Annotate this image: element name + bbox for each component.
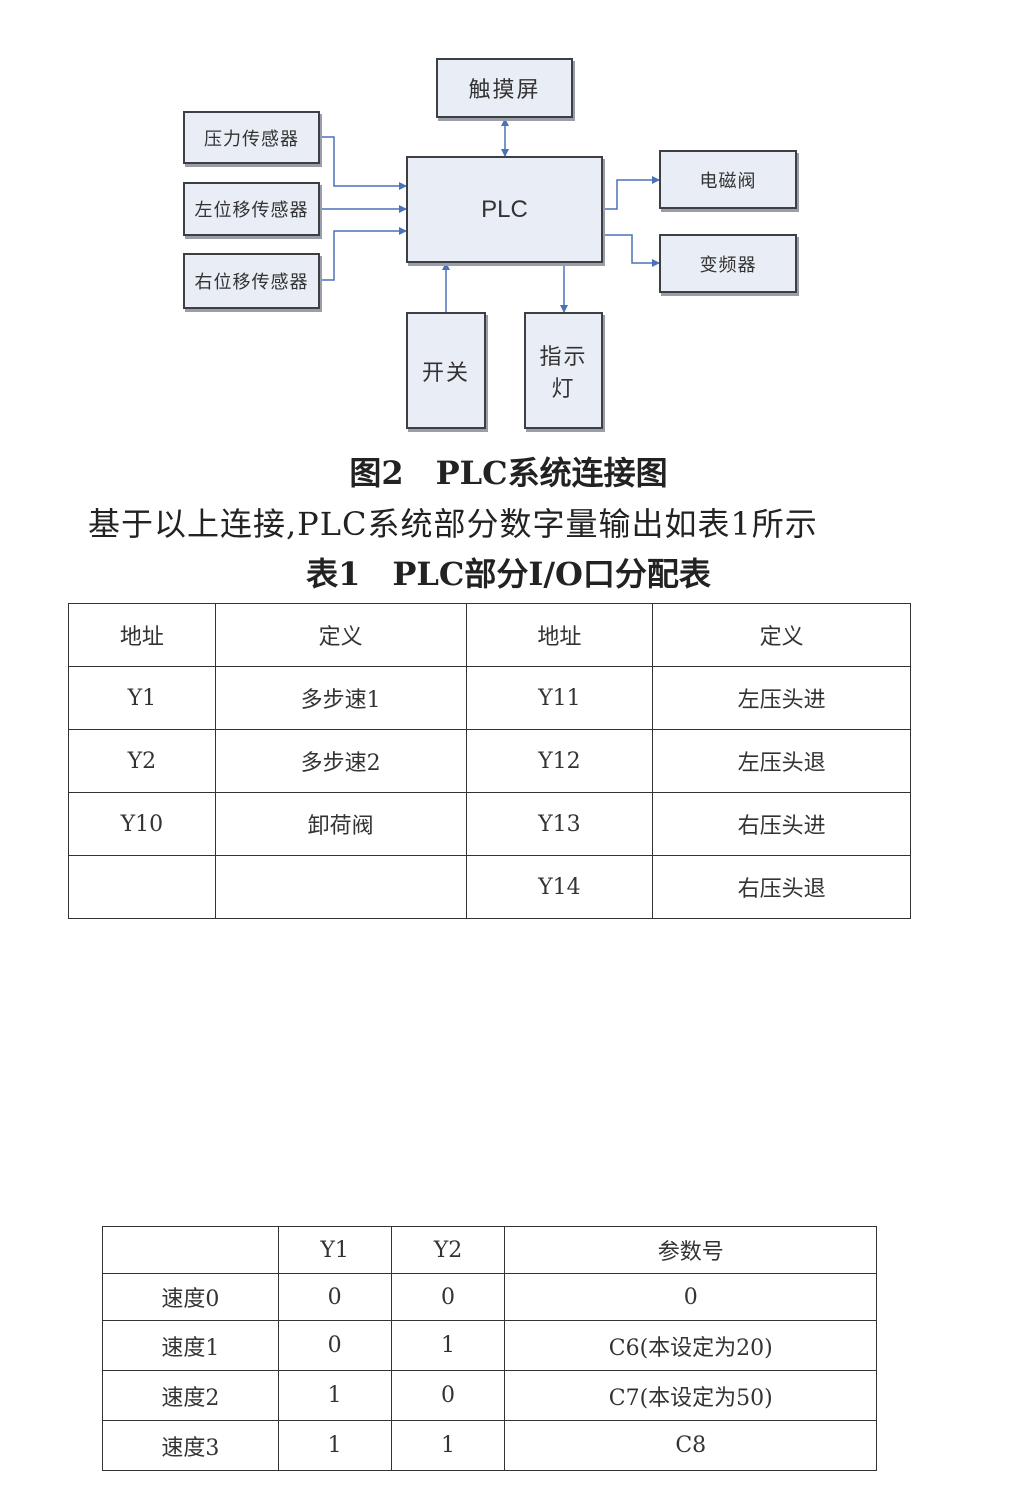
table-cell: 左压头进 [652, 666, 911, 730]
inverter-arrow [603, 234, 660, 267]
header-cell: Y1 [277, 1226, 392, 1274]
table-cell [68, 855, 216, 919]
left-displacement-sensor-box: 左位移传感器 [183, 182, 320, 236]
table-cell: 0 [390, 1273, 506, 1321]
table-cell: C6(本设定为20) [504, 1320, 877, 1371]
table-cell: Y10 [68, 792, 216, 856]
right-displacement-sensor-label: 右位移传感器 [194, 272, 309, 293]
table-cell: 速度0 [102, 1273, 279, 1321]
table-row: Y1 多步速1 Y11 左压头进 [68, 666, 911, 730]
table-cell: Y12 [465, 729, 654, 793]
header-cell: Y2 [390, 1226, 506, 1274]
table-row: 速度1 0 1 C6(本设定为20) [102, 1320, 877, 1371]
table-cell: 0 [277, 1320, 392, 1371]
table-cell: 速度1 [102, 1320, 279, 1371]
indicator-lamp-box: 指示 灯 [524, 312, 603, 429]
table-cell: 速度3 [102, 1420, 279, 1471]
plc-label: PLC [481, 195, 528, 223]
pressure-sensor-arrow [320, 136, 407, 190]
solenoid-valve-box: 电磁阀 [659, 150, 797, 209]
table-cell: Y13 [465, 792, 654, 856]
table-row: Y2 多步速2 Y12 左压头退 [68, 729, 911, 793]
table-cell: 1 [390, 1420, 506, 1471]
table-cell: 0 [390, 1370, 506, 1421]
pressure-sensor-label: 压力传感器 [204, 128, 299, 150]
table-cell: Y11 [465, 666, 654, 730]
touchscreen-label: 触摸屏 [468, 78, 541, 103]
table-cell: 0 [504, 1273, 877, 1321]
table-row: 速度0 0 0 0 [102, 1273, 877, 1321]
header-cell: 定义 [214, 603, 467, 667]
table-header-row: Y1 Y2 参数号 [102, 1226, 877, 1274]
table-cell: C7(本设定为50) [504, 1370, 877, 1421]
switch-label: 开关 [421, 360, 470, 386]
table-cell: 1 [277, 1420, 392, 1471]
table-row: Y14 右压头退 [68, 855, 911, 919]
table-cell: Y14 [465, 855, 654, 919]
solenoid-valve-label: 电磁阀 [699, 170, 757, 192]
table-cell: 多步速1 [214, 666, 467, 730]
diagram-connectors [320, 118, 660, 313]
plc-box: PLC [406, 156, 603, 263]
header-cell: 地址 [465, 603, 654, 667]
table-cell: 0 [277, 1273, 392, 1321]
right-sensor-arrow [320, 227, 407, 281]
pressure-sensor-box: 压力传感器 [183, 111, 320, 164]
right-displacement-sensor-box: 右位移传感器 [183, 253, 320, 309]
table-cell: 1 [390, 1320, 506, 1371]
body-paragraph: 基于以上连接,PLC系统部分数字量输出如表1所示 [88, 505, 818, 543]
table-cell: 右压头进 [652, 792, 911, 856]
inverter-label: 变频器 [699, 254, 757, 276]
figure-caption: 图2 PLC系统连接图 [349, 454, 668, 492]
table-cell: Y2 [68, 729, 216, 793]
speed-parameter-table: Y1 Y2 参数号 速度0 0 0 0 速度1 0 1 C6(本设定为20) 速… [102, 1226, 877, 1471]
header-cell: 定义 [652, 603, 911, 667]
indicator-label-line2: 灯 [551, 376, 576, 402]
table-row: 速度2 1 0 C7(本设定为50) [102, 1370, 877, 1421]
header-cell: 参数号 [504, 1226, 877, 1274]
table1-caption: 表1 PLC部分I/O口分配表 [306, 555, 711, 593]
left-displacement-sensor-label: 左位移传感器 [194, 200, 309, 221]
switch-box: 开关 [406, 312, 486, 429]
solenoid-valve-arrow [603, 176, 660, 210]
table-cell: C8 [504, 1420, 877, 1471]
table-cell: Y1 [68, 666, 216, 730]
header-cell: 地址 [68, 603, 216, 667]
table-header-row: 地址 定义 地址 定义 [68, 603, 911, 667]
table-cell [214, 855, 467, 919]
table-cell: 右压头退 [652, 855, 911, 919]
touchscreen-box: 触摸屏 [436, 58, 573, 118]
header-cell [102, 1226, 279, 1274]
table-row: 速度3 1 1 C8 [102, 1420, 877, 1471]
table-row: Y10 卸荷阀 Y13 右压头进 [68, 792, 911, 856]
table-cell: 速度2 [102, 1370, 279, 1421]
inverter-box: 变频器 [659, 234, 797, 293]
table-cell: 左压头退 [652, 729, 911, 793]
table-cell: 多步速2 [214, 729, 467, 793]
table-cell: 卸荷阀 [214, 792, 467, 856]
io-allocation-table: 地址 定义 地址 定义 Y1 多步速1 Y11 左压头进 Y2 多步速2 Y12… [68, 603, 911, 919]
table-cell: 1 [277, 1370, 392, 1421]
indicator-label-line1: 指示 [539, 344, 588, 370]
